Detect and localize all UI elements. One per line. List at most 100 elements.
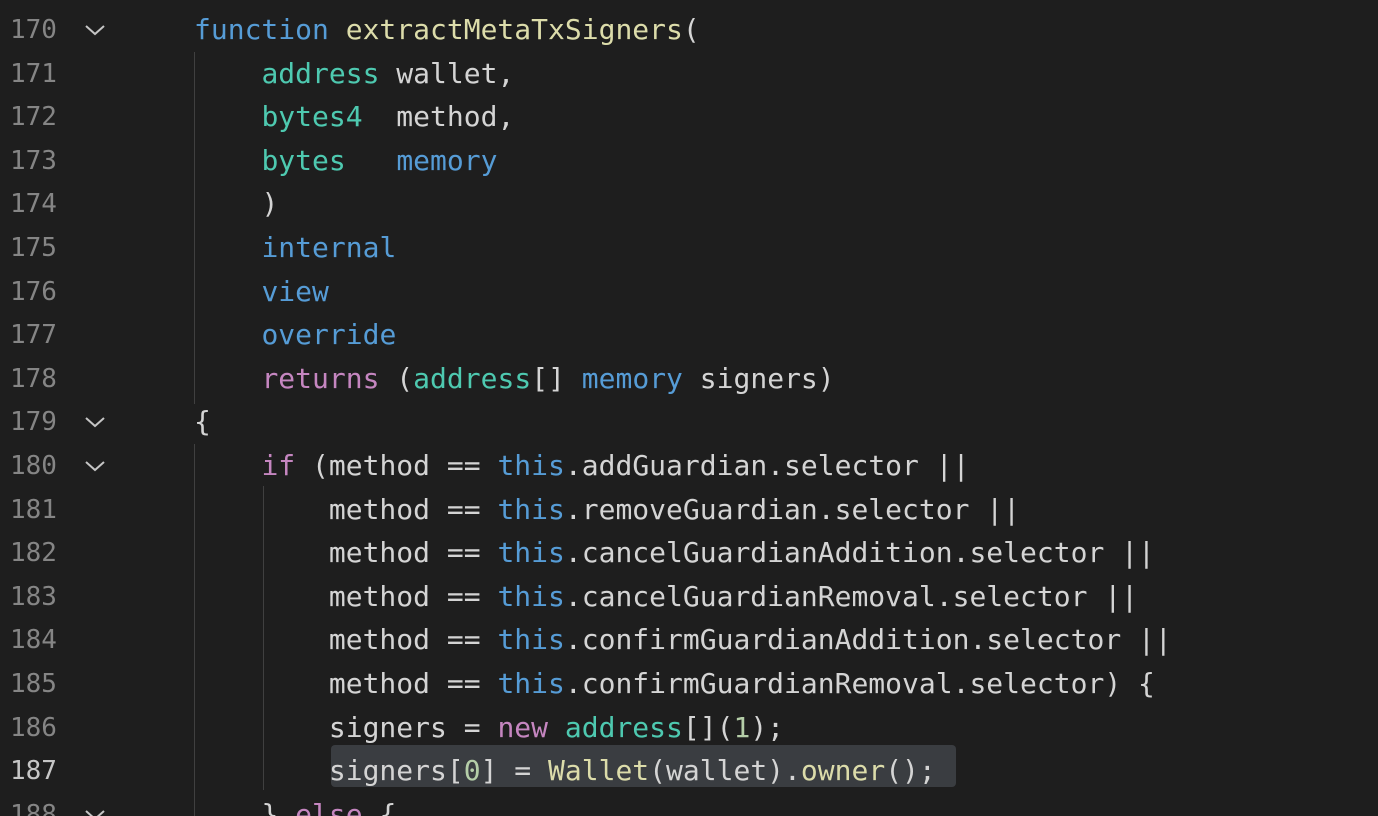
code-token: 1 [733, 711, 751, 744]
code-token: address [564, 711, 683, 744]
gutter-line: 176 [0, 270, 130, 314]
gutter-line: 174 [0, 182, 130, 226]
code-line[interactable]: function extractMetaTxSigners( [194, 8, 700, 52]
code-token: address [261, 57, 380, 90]
code-token: 0 [463, 754, 481, 787]
code-line[interactable]: } else { [194, 793, 396, 816]
code-token: wallet, [379, 57, 515, 90]
code-token: this [497, 667, 565, 700]
code-token: method, [362, 100, 515, 133]
code-token: returns [261, 362, 380, 395]
code-token [194, 57, 261, 90]
line-number: 188 [10, 800, 57, 816]
code-token: owner [800, 754, 886, 787]
code-line[interactable]: bytes4 method, [194, 95, 514, 139]
code-token [194, 187, 261, 220]
code-token: bytes [261, 144, 346, 177]
code-token [194, 362, 261, 395]
code-line[interactable]: returns (address[] memory signers) [194, 357, 834, 401]
line-number: 185 [10, 669, 57, 699]
code-token: method == [194, 623, 498, 656]
code-token: .cancelGuardianRemoval.selector || [564, 580, 1139, 613]
code-token: override [261, 318, 397, 351]
code-token: function [194, 13, 329, 46]
line-number: 181 [10, 495, 57, 525]
code-line[interactable]: method == this.confirmGuardianAddition.s… [194, 618, 1172, 662]
code-token: this [497, 493, 565, 526]
gutter-line: 177 [0, 313, 130, 357]
code-line[interactable]: signers[0] = Wallet(wallet).owner(); [194, 749, 936, 793]
code-token [194, 798, 261, 816]
code-token [548, 711, 565, 744]
code-token [329, 13, 346, 46]
code-line[interactable]: address wallet, [194, 52, 514, 96]
code-token: bytes4 [261, 100, 363, 133]
code-line[interactable]: method == this.confirmGuardianRemoval.se… [194, 662, 1155, 706]
gutter-line: 186 [0, 706, 130, 750]
code-line[interactable]: override [194, 313, 396, 357]
code-token: memory [396, 144, 498, 177]
fold-chevron-down-icon[interactable] [84, 23, 106, 37]
code-line[interactable]: if (method == this.addGuardian.selector … [194, 444, 969, 488]
gutter-line: 179 [0, 400, 130, 444]
code-token: this [497, 580, 565, 613]
code-token: signers = [194, 711, 498, 744]
code-line[interactable]: signers = new address[](1); [194, 706, 784, 750]
code-token: .addGuardian.selector || [564, 449, 970, 482]
current-line-highlight [331, 745, 956, 787]
code-line[interactable]: ) [194, 182, 278, 226]
code-line[interactable]: view [194, 270, 329, 314]
code-token [194, 275, 261, 308]
code-token [194, 318, 261, 351]
code-token: []( [682, 711, 734, 744]
code-token: extractMetaTxSigners [345, 13, 683, 46]
code-token [194, 144, 261, 177]
line-number: 176 [10, 277, 57, 307]
code-line[interactable]: method == this.cancelGuardianRemoval.sel… [194, 575, 1138, 619]
line-number: 172 [10, 102, 57, 132]
code-token [194, 100, 261, 133]
gutter-line: 180 [0, 444, 130, 488]
code-token: ); [750, 711, 785, 744]
code-token: new [497, 711, 549, 744]
code-token: method == [194, 667, 498, 700]
code-token [194, 449, 261, 482]
code-token: .confirmGuardianAddition.selector || [564, 623, 1172, 656]
code-token: [] [531, 362, 582, 395]
line-number: 174 [10, 189, 57, 219]
line-number: 187 [10, 756, 57, 786]
line-number: 184 [10, 625, 57, 655]
gutter-line: 187 [0, 749, 130, 793]
line-number: 186 [10, 713, 57, 743]
code-token: (method == [295, 449, 498, 482]
code-line[interactable]: bytes memory [194, 139, 497, 183]
code-line[interactable]: internal [194, 226, 396, 270]
code-line[interactable]: method == this.cancelGuardianAddition.se… [194, 531, 1155, 575]
gutter-line: 173 [0, 139, 130, 183]
fold-chevron-down-icon[interactable] [84, 459, 106, 473]
fold-chevron-down-icon[interactable] [84, 808, 106, 816]
code-token: signers[ [328, 754, 464, 787]
gutter-line: 182 [0, 531, 130, 575]
indent-guide [194, 52, 195, 404]
code-token: view [261, 275, 329, 308]
line-number: 170 [10, 15, 57, 45]
gutter-line: 170 [0, 8, 130, 52]
code-line[interactable]: { [194, 400, 211, 444]
gutter-line: 172 [0, 95, 130, 139]
code-token: memory [581, 362, 683, 395]
line-number: 178 [10, 364, 57, 394]
line-number: 183 [10, 582, 57, 612]
code-token: address [413, 362, 532, 395]
code-token: this [497, 449, 565, 482]
fold-chevron-down-icon[interactable] [84, 415, 106, 429]
gutter-line: 171 [0, 52, 130, 96]
line-number: 179 [10, 407, 57, 437]
code-line[interactable]: method == this.removeGuardian.selector |… [194, 488, 1020, 532]
code-token [194, 754, 329, 787]
code-token [194, 231, 261, 264]
code-token: Wallet [548, 754, 650, 787]
code-token: .confirmGuardianRemoval.selector) { [564, 667, 1155, 700]
code-token: else [295, 798, 363, 816]
